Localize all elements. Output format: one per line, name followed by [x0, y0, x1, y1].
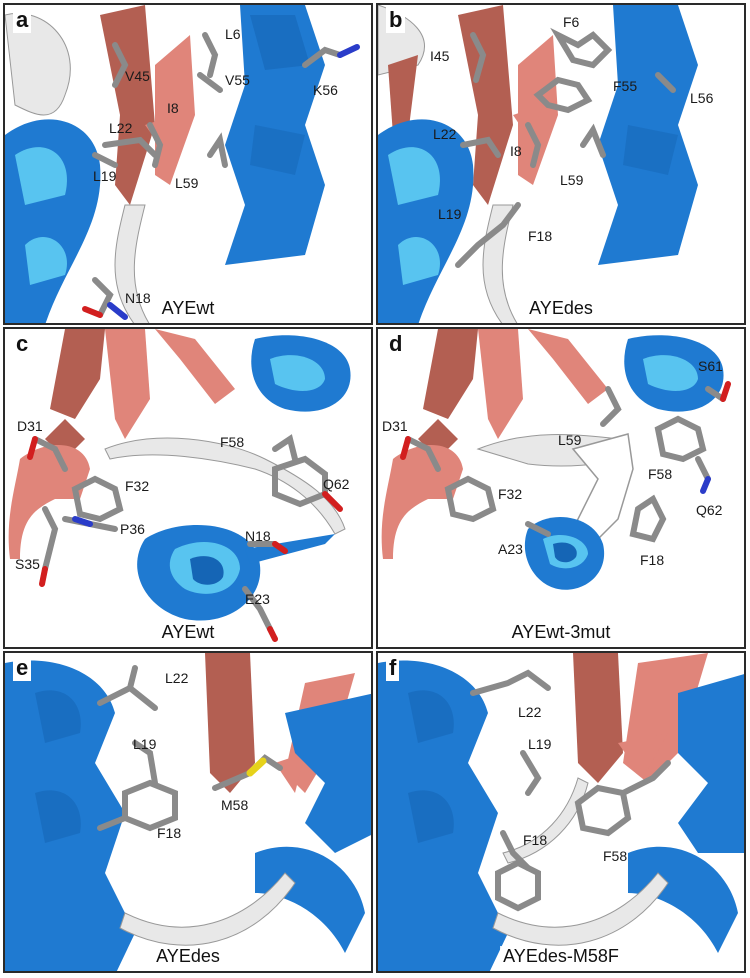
residue-label: L59: [558, 432, 582, 448]
residue-label: F18: [523, 832, 547, 848]
panel-letter: d: [386, 331, 406, 357]
residue-label: L56: [690, 90, 714, 106]
protein-rendering-c: D31 F58 F32 Q62 P36 S35 N18 E23: [8, 329, 351, 642]
panel-letter: a: [13, 7, 32, 33]
residue-label: L59: [560, 172, 584, 188]
panel-caption: AYEwt-3mut: [378, 622, 744, 643]
residue-label: M58: [221, 797, 248, 813]
residue-label: F58: [648, 466, 672, 482]
residue-label: F6: [563, 14, 580, 30]
residue-label: F18: [640, 552, 664, 568]
residue-label: K56: [313, 82, 338, 98]
residue-label: D31: [17, 418, 43, 434]
residue-label: F32: [125, 478, 149, 494]
residue-label: S35: [15, 556, 40, 572]
panel-caption: AYEdes-M58F: [378, 946, 744, 967]
residue-label: F32: [498, 486, 522, 502]
residue-label: L19: [438, 206, 462, 222]
residue-label: F58: [220, 434, 244, 450]
residue-label: I8: [167, 100, 179, 116]
residue-label: L6: [225, 26, 241, 42]
panel-a: L6 V45 V55 K56 L22 I8 L19 L59 N18 a AYEw…: [3, 3, 373, 325]
residue-label: F58: [603, 848, 627, 864]
panel-f: L22 L19 F58 F18 f AYEdes-M58F: [376, 651, 746, 973]
residue-label: L59: [175, 175, 199, 191]
residue-label: L19: [528, 736, 552, 752]
residue-label: Q62: [323, 476, 350, 492]
protein-rendering-a: L6 V45 V55 K56 L22 I8 L19 L59 N18: [5, 5, 360, 323]
panel-e: L22 L19 M58 F18 e AYEdes: [3, 651, 373, 973]
residue-label: L19: [133, 736, 157, 752]
protein-rendering-b: F6 I45 F55 L56 L22 I8 L59 L19 F18: [378, 5, 714, 323]
residue-label: A23: [498, 541, 523, 557]
residue-label: F55: [613, 78, 637, 94]
residue-label: P36: [120, 521, 145, 537]
protein-rendering-f: L22 L19 F58 F18: [378, 653, 744, 971]
panel-b: F6 I45 F55 L56 L22 I8 L59 L19 F18 b AYEd…: [376, 3, 746, 325]
panel-caption: AYEdes: [5, 946, 371, 967]
residue-label: V55: [225, 72, 250, 88]
residue-label: S61: [698, 358, 723, 374]
panel-caption: AYEwt: [5, 298, 371, 319]
protein-rendering-d: S61 D31 L59 F58 F32 Q62 A23 F18: [381, 329, 731, 590]
residue-label: E23: [245, 591, 270, 607]
residue-label: L22: [433, 126, 457, 142]
panel-c: D31 F58 F32 Q62 P36 S35 N18 E23 c AYEwt: [3, 327, 373, 649]
panel-letter: f: [386, 655, 400, 681]
panel-letter: e: [13, 655, 32, 681]
panel-letter: b: [386, 7, 406, 33]
panel-caption: AYEdes: [378, 298, 744, 319]
residue-label: I45: [430, 48, 450, 64]
residue-label: I8: [510, 143, 522, 159]
residue-label: N18: [125, 290, 151, 306]
residue-label: L22: [518, 704, 542, 720]
residue-label: L19: [93, 168, 117, 184]
residue-label: Q62: [696, 502, 723, 518]
residue-label: F18: [157, 825, 181, 841]
panel-d: S61 D31 L59 F58 F32 Q62 A23 F18 d AYEwt-…: [376, 327, 746, 649]
residue-label: N18: [245, 528, 271, 544]
protein-rendering-e: L22 L19 M58 F18: [5, 653, 371, 971]
residue-label: D31: [382, 418, 408, 434]
residue-label: L22: [165, 670, 189, 686]
panel-letter: c: [13, 331, 32, 357]
residue-label: V45: [125, 68, 150, 84]
residue-label: F18: [528, 228, 552, 244]
residue-label: L22: [109, 120, 133, 136]
panel-caption: AYEwt: [5, 622, 371, 643]
